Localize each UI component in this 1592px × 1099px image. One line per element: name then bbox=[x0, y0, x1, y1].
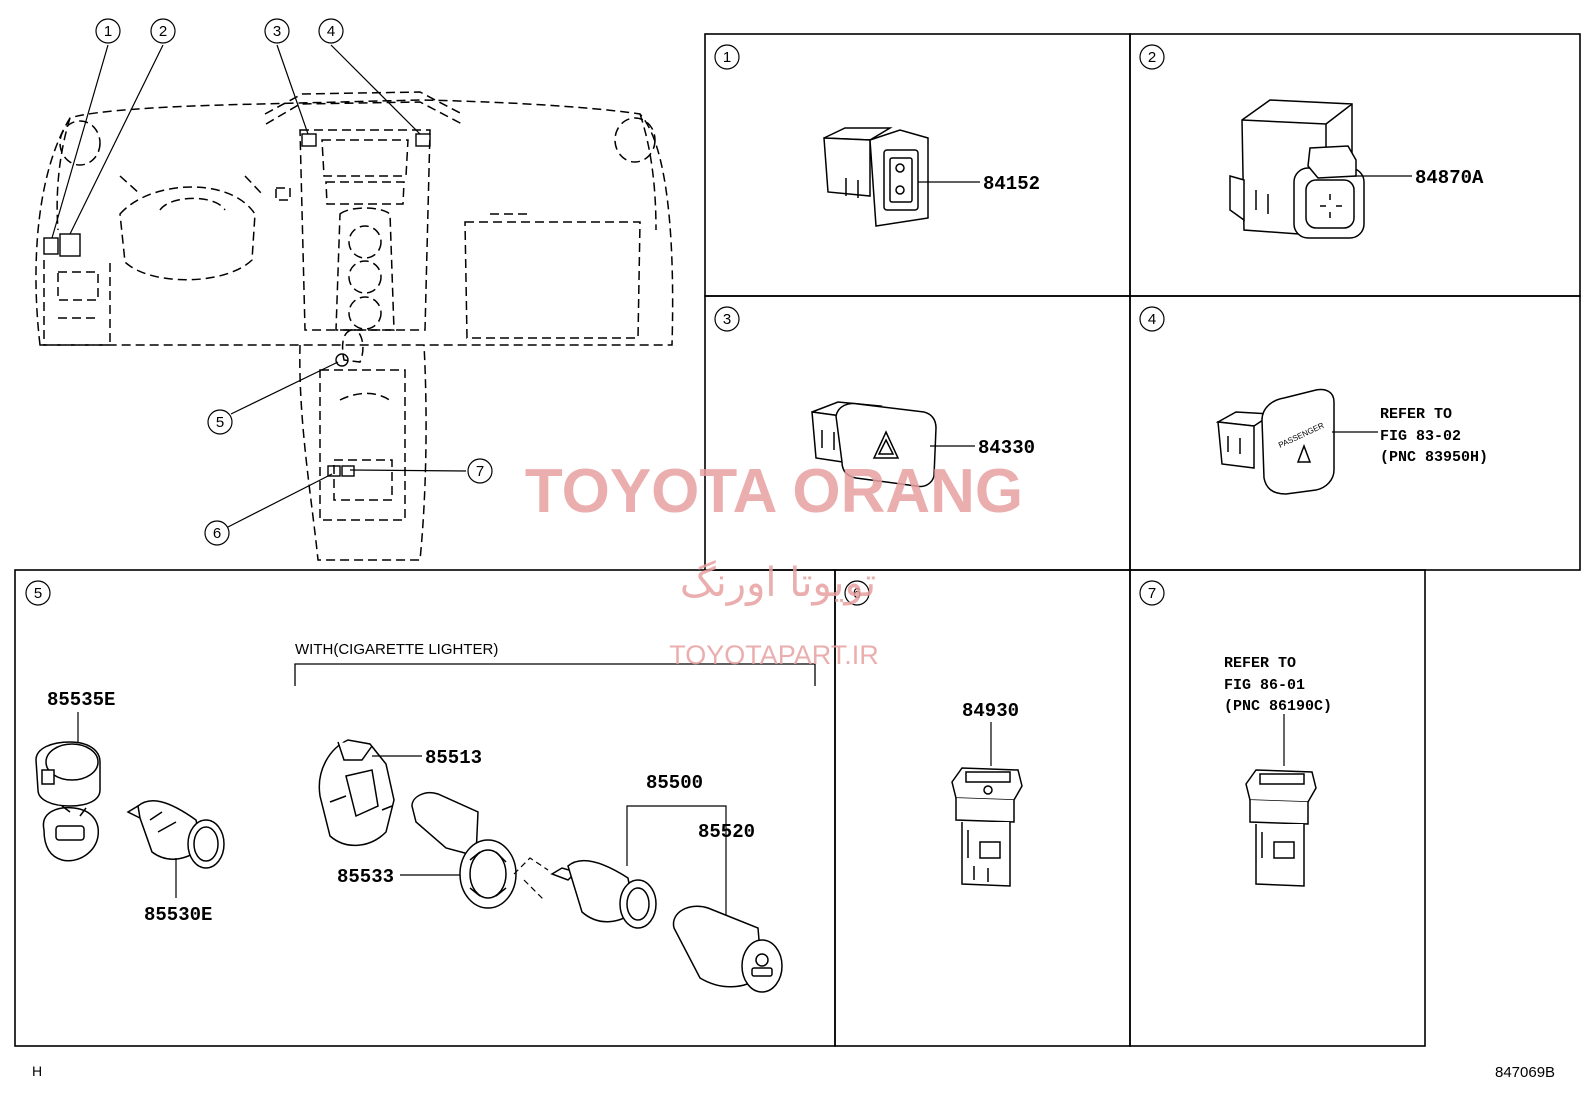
part-number-85500: 85500 bbox=[646, 772, 703, 794]
watermark-site: TOYOTAPART.IR bbox=[669, 640, 879, 670]
svg-text:REFER TO: REFER TO bbox=[1224, 655, 1296, 672]
part-number-84330: 84330 bbox=[978, 437, 1035, 459]
lighter-sleeve-drawing bbox=[411, 792, 517, 909]
part-number-84152: 84152 bbox=[983, 173, 1040, 195]
panel-number-5: 5 bbox=[34, 585, 42, 602]
panel-4-reference: REFER TO FIG 83-02 (PNC 83950H) bbox=[1380, 406, 1488, 466]
panel-frames bbox=[14, 33, 1581, 1047]
cigarette-lighter-group-label: WITH(CIGARETTE LIGHTER) bbox=[295, 641, 498, 658]
marker-switch-2 bbox=[59, 233, 81, 257]
callout-number-4: 4 bbox=[327, 23, 335, 40]
watermark: TOYOTA ORANG تویوتا اورنگ TOYOTAPART.IR bbox=[525, 457, 1023, 670]
svg-text:FIG 86-01: FIG 86-01 bbox=[1224, 677, 1305, 694]
watermark-persian: تویوتا اورنگ bbox=[680, 560, 876, 606]
marker-switch-4 bbox=[415, 133, 431, 147]
footer-figure-number: 847069B bbox=[1495, 1064, 1555, 1081]
callout-number-6: 6 bbox=[213, 525, 221, 542]
marker-switch-3 bbox=[301, 133, 317, 147]
overview-callout-circles bbox=[95, 18, 493, 546]
callout-circle-5 bbox=[207, 409, 233, 435]
callout-circle-7 bbox=[467, 458, 493, 484]
callout-circle-2 bbox=[150, 18, 176, 44]
overview-callout-numbers: 1 2 3 4 5 7 6 bbox=[104, 23, 484, 542]
part-number-84930: 84930 bbox=[962, 700, 1019, 722]
power-socket-drawing bbox=[126, 799, 225, 869]
lighter-retainer-drawing bbox=[318, 739, 395, 847]
svg-text:(PNC 86190C): (PNC 86190C) bbox=[1224, 698, 1332, 715]
lighter-plug-drawing bbox=[672, 905, 783, 993]
footer-left-code: H bbox=[32, 1063, 42, 1079]
callout-number-7: 7 bbox=[476, 463, 484, 480]
panel-4-frame bbox=[1129, 295, 1581, 571]
panel-number-3: 3 bbox=[723, 311, 731, 328]
switch-84152-drawing bbox=[823, 127, 929, 227]
switch-84330-drawing bbox=[811, 401, 937, 488]
marker-switch-1 bbox=[43, 237, 59, 255]
panel-number-1: 1 bbox=[723, 49, 731, 66]
panel-number-2: 2 bbox=[1148, 49, 1156, 66]
callout-circle-3 bbox=[264, 18, 290, 44]
panel-number-6: 6 bbox=[853, 585, 861, 602]
panel-7-frame bbox=[1129, 569, 1426, 1047]
callout-circle-6 bbox=[204, 520, 230, 546]
dashboard-switch-markers bbox=[43, 133, 431, 477]
switch-84930-drawing bbox=[951, 767, 1023, 887]
lighter-socket-drawing bbox=[550, 859, 657, 929]
overview-leaders bbox=[51, 44, 467, 529]
part-number-85535E: 85535E bbox=[47, 689, 115, 711]
callout-number-5: 5 bbox=[216, 414, 224, 431]
outlet-cap-drawing bbox=[35, 741, 101, 862]
callout-number-2: 2 bbox=[159, 23, 167, 40]
part-number-84870A: 84870A bbox=[1415, 167, 1484, 189]
part-number-85520: 85520 bbox=[698, 821, 755, 843]
panel-callout-circles bbox=[25, 44, 1165, 606]
callout-number-1: 1 bbox=[104, 23, 112, 40]
callout-circle-4 bbox=[318, 18, 344, 44]
panel-number-4: 4 bbox=[1148, 311, 1156, 328]
part-number-85533: 85533 bbox=[337, 866, 394, 888]
part-number-85513: 85513 bbox=[425, 747, 482, 769]
svg-text:FIG 83-02: FIG 83-02 bbox=[1380, 428, 1461, 445]
callout-number-3: 3 bbox=[273, 23, 281, 40]
marker-switch-7 bbox=[341, 465, 355, 477]
part-number-85530E: 85530E bbox=[144, 904, 212, 926]
switch-86190C-drawing bbox=[1245, 769, 1317, 887]
panel-callout-numbers: 1 2 3 4 5 6 7 bbox=[34, 49, 1156, 602]
watermark-latin: TOYOTA ORANG bbox=[525, 457, 1023, 526]
svg-text:(PNC 83950H): (PNC 83950H) bbox=[1380, 449, 1488, 466]
marker-lighter-5 bbox=[335, 353, 349, 367]
group-bracket bbox=[294, 663, 816, 686]
switch-84870A-drawing bbox=[1229, 99, 1365, 239]
leader-85500 bbox=[626, 805, 727, 918]
callout-circle-1 bbox=[95, 18, 121, 44]
passenger-switch-drawing bbox=[1215, 388, 1335, 495]
dashboard-overview bbox=[35, 91, 674, 561]
marker-switch-6 bbox=[327, 465, 341, 477]
panel-number-7: 7 bbox=[1148, 585, 1156, 602]
panel-7-reference: REFER TO FIG 86-01 (PNC 86190C) bbox=[1224, 655, 1332, 715]
svg-text:REFER TO: REFER TO bbox=[1380, 406, 1452, 423]
